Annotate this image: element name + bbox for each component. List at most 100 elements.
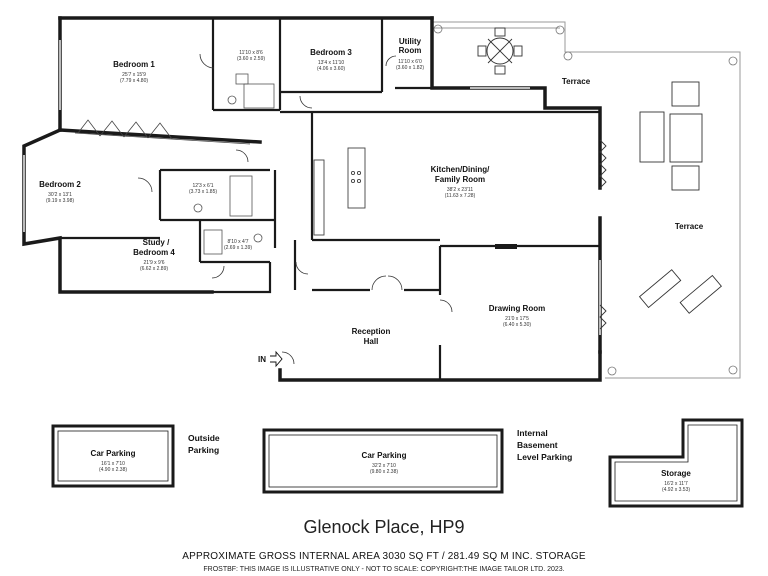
lounger-bed: [679, 274, 722, 314]
door-utility: [385, 55, 397, 67]
door-reception-right: [387, 275, 403, 291]
bath1-tub: [243, 83, 275, 109]
doors: [137, 53, 453, 365]
wardrobe-door: [147, 122, 173, 140]
bath2-dims: 12'3 x 6'1: [192, 183, 213, 189]
chair: [494, 27, 506, 37]
shower-dims: 8'10 x 4'7: [227, 239, 248, 245]
utility-name-1: Utility: [399, 37, 422, 46]
bath1-toilet: [227, 95, 237, 105]
hob-ring: [356, 178, 362, 184]
chair: [477, 45, 487, 57]
terrace-lounge: [639, 81, 703, 191]
bollard: [433, 24, 443, 34]
door-entrance: [281, 351, 295, 365]
bedroom2-name: Bedroom 2: [39, 180, 81, 189]
sofa: [639, 111, 665, 163]
armchair: [671, 165, 700, 191]
door-study: [211, 265, 225, 279]
bedroom1-name: Bedroom 1: [113, 60, 155, 69]
drawing-dims: 21'0 x 17'5: [505, 316, 529, 322]
storage-dims-metric: (4.92 x 3.53): [662, 487, 690, 493]
bedroom2-dims-metric: (9.19 x 3.98): [46, 198, 74, 204]
wall-study-right: [212, 262, 272, 294]
kitchen-island: [313, 147, 366, 236]
hob-ring: [350, 178, 356, 184]
wall-bedroom2-top: [22, 127, 214, 294]
door-hall-closet: [295, 261, 309, 275]
outside-parking-dims-metric: (4.90 x 2.38): [99, 467, 127, 473]
bollard: [607, 366, 617, 376]
kitchen-name-1: Kitchen/Dining/: [431, 165, 490, 174]
bedroom1-dims: 25'7 x 15'9: [122, 72, 146, 78]
door-bed1: [199, 53, 215, 69]
outside-parking-dims: 16'1 x 7'10: [101, 461, 125, 467]
wardrobe-line: [74, 132, 251, 145]
terrace-dining-set: [477, 27, 523, 75]
windows: [23, 40, 601, 335]
chair: [494, 65, 506, 75]
hob-ring: [350, 170, 356, 176]
storage-dims: 16'2 x 11'7: [664, 481, 688, 487]
bedroom1-dims-metric: (7.79 x 4.80): [120, 78, 148, 84]
wardrobes-bedroom1: [74, 119, 251, 145]
entrance-label: IN: [258, 355, 266, 364]
door-drawing: [439, 299, 453, 313]
terrace-outline: [432, 21, 741, 379]
basement-parking-dims: 32'2 x 7'10: [372, 463, 396, 469]
disclaimer-text: FROSTBF: THIS IMAGE IS ILLUSTRATIVE ONLY…: [203, 566, 565, 573]
kitchen-name-2: Family Room: [435, 175, 485, 184]
basement-parking-outer: [262, 428, 504, 494]
kitchen-dims-metric: (11.63 x 7.28): [445, 193, 476, 199]
study-name-1: Study /: [143, 238, 170, 247]
lounger: [679, 274, 722, 314]
basement-parking-inner: [268, 434, 498, 488]
lounger: [638, 269, 682, 309]
bifold-drawing: [599, 304, 607, 330]
door-bed3: [299, 95, 313, 109]
terrace-bollards: [433, 24, 738, 376]
bollard: [555, 25, 565, 35]
wardrobe-door: [123, 121, 149, 139]
bath1-dims: 11'10 x 8'6: [239, 50, 263, 56]
door-corridor: [235, 149, 249, 163]
shower-dims-metric: (2.69 x 1.39): [224, 245, 252, 251]
terrace-label-top: Terrace: [562, 77, 591, 86]
kitchen-counter: [313, 159, 325, 236]
reception-name-2: Hall: [364, 337, 379, 346]
wall-bed1-bottom: [58, 128, 262, 144]
bathroom-fixtures: [193, 73, 275, 255]
study-name-2: Bedroom 4: [133, 248, 175, 257]
basement-caption-1: Internal: [517, 428, 548, 438]
shower-toilet: [253, 233, 263, 243]
bedroom3-name: Bedroom 3: [310, 48, 352, 57]
bath1-basin: [235, 73, 249, 85]
basement-parking-label: Car Parking: [362, 451, 407, 460]
bollard: [728, 56, 738, 66]
wardrobe-door: [99, 120, 125, 138]
bollard: [728, 365, 738, 375]
terrace-label-right: Terrace: [675, 222, 704, 231]
armchair: [671, 81, 700, 107]
basement-caption-2: Basement: [517, 440, 558, 450]
outside-parking-inner: [57, 430, 169, 482]
property-title: Glenock Place, HP9: [303, 517, 465, 537]
utility-name-2: Room: [399, 46, 422, 55]
bath2-toilet: [193, 203, 203, 213]
basement-parking-dims-metric: (9.80 x 2.38): [370, 469, 398, 475]
bedroom3-dims-metric: (4.06 x 3.60): [317, 66, 345, 72]
kitchen-dims: 38'2 x 23'11: [447, 187, 474, 193]
utility-dims-metric: (3.60 x 1.82): [396, 65, 424, 71]
door-bed2: [137, 177, 153, 193]
outside-parking-outer: [51, 424, 175, 488]
bedroom2-dims: 30'2 x 13'1: [48, 192, 72, 198]
bedroom3-dims: 13'4 x 11'10: [318, 60, 345, 66]
drawing-dims-metric: (6.40 x 5.30): [503, 322, 531, 328]
parking-section: Car Parking 16'1 x 7'10 (4.90 x 2.38) Ou…: [51, 418, 744, 508]
storage-outer: [608, 418, 744, 508]
sun-loungers: [638, 269, 722, 314]
bifold-doors: [599, 139, 607, 330]
room-labels: Bedroom 1 25'7 x 15'9 (7.79 x 4.80) 11'1…: [39, 37, 704, 364]
floor-plan: Bedroom 1 25'7 x 15'9 (7.79 x 4.80) 11'1…: [22, 16, 744, 508]
bath1-dims-metric: (3.60 x 2.59): [237, 56, 265, 62]
